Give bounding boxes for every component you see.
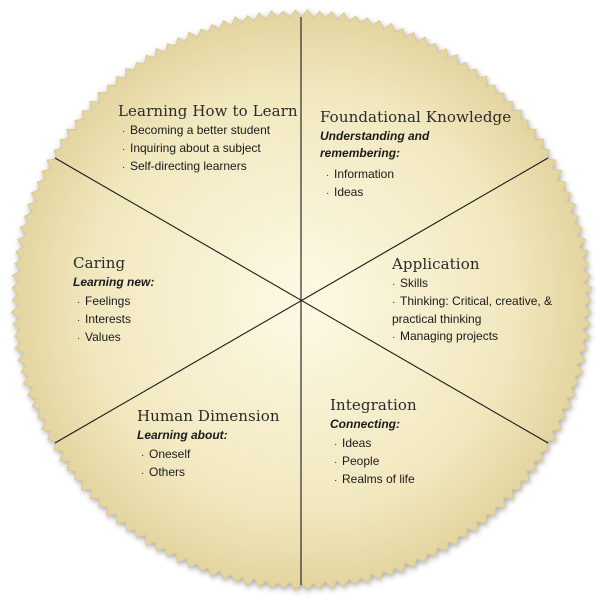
segment-human-dimension: Human Dimension Learning about: ·Oneself… [137,407,280,482]
list-item: ·Feelings [77,294,131,308]
list-item: ·Becoming a better student [122,123,271,137]
segment-subtitle: Understanding and remembering: [320,129,430,160]
segment-integration: Integration Connecting: ·Ideas ·People ·… [330,396,417,489]
list-item: ·Values [77,330,121,344]
segment-application: Application ·Skills ·Thinking: Critical,… [392,255,572,346]
list-item: ·Managing projects [392,329,499,343]
list-item: ·Realms of life [334,472,415,486]
segment-item-list: ·Skills ·Thinking: Critical, creative, &… [392,275,572,346]
segment-item-list: ·Information ·Ideas [326,166,511,202]
list-item: ·Oneself [141,447,191,461]
list-item: ·Ideas [334,436,372,450]
segment-dividers [54,17,549,585]
list-item: ·Skills [392,276,429,290]
list-item: ·Others [141,465,186,479]
divider-diagonal-up [54,157,549,444]
segment-title: Application [392,255,480,273]
segment-item-list: ·Feelings ·Interests ·Values [77,293,154,347]
list-item: ·Thinking: Critical, creative, & practic… [392,294,553,326]
segment-learning-how-to-learn: Learning How to Learn ·Becoming a better… [118,102,298,176]
segment-caring: Caring Learning new: ·Feelings ·Interest… [73,254,154,347]
list-item: ·Information [326,167,395,181]
segment-title: Human Dimension [137,407,280,425]
segment-subtitle: Learning new: [73,275,155,289]
segment-item-list: ·Ideas ·People ·Realms of life [334,435,417,489]
list-item: ·Inquiring about a subject [122,141,261,155]
list-item: ·Interests [77,312,132,326]
list-item: ·Self-directing learners [122,159,247,173]
segment-subtitle: Connecting: [330,417,400,431]
segment-foundational-knowledge: Foundational Knowledge Understanding and… [320,108,511,202]
segment-title: Integration [330,396,417,414]
segment-title: Learning How to Learn [118,102,298,120]
segment-item-list: ·Becoming a better student ·Inquiring ab… [122,122,298,176]
list-item: ·People [334,454,380,468]
segment-title: Foundational Knowledge [320,108,512,126]
segment-title: Caring [73,254,126,272]
segment-item-list: ·Oneself ·Others [141,446,280,482]
list-item: ·Ideas [326,185,364,199]
segment-subtitle: Learning about: [137,428,228,442]
